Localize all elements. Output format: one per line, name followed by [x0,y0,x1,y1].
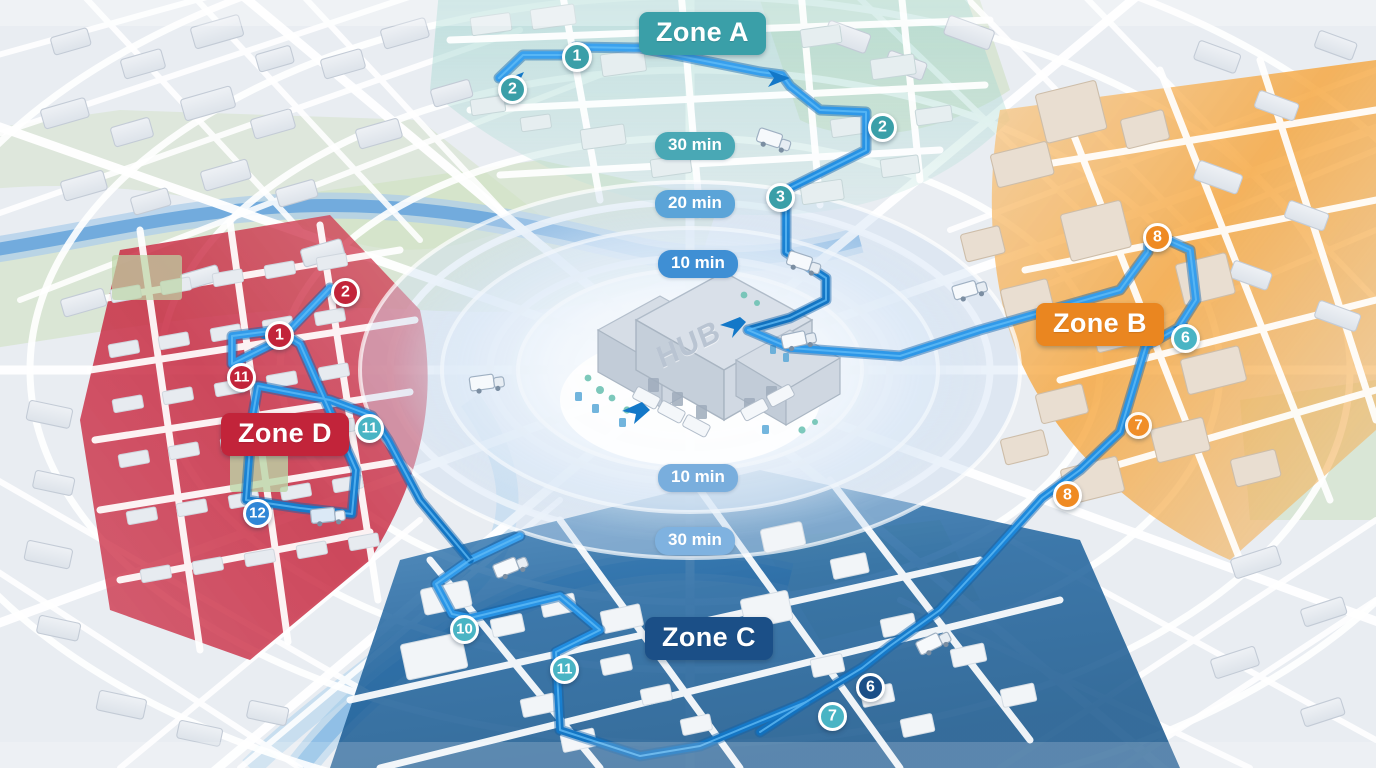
yard-activity [575,291,818,434]
zone-badge-c-label: Zone C [662,622,756,652]
stop-marker-c7[interactable]: 7 [818,702,847,731]
isochrone-label: 10 min [671,253,725,272]
stop-marker-d1[interactable]: 1 [265,321,294,350]
stop-marker-b8-south[interactable]: 8 [1053,481,1082,510]
zone-badge-a[interactable]: Zone A [639,12,766,55]
stop-marker-d2[interactable]: 2 [331,278,360,307]
stop-marker-d12[interactable]: 12 [243,499,272,528]
isochrone-label: 30 min [668,530,722,549]
stop-marker-a2-west[interactable]: 2 [498,75,527,104]
stop-label: 11 [233,368,250,386]
stop-marker-a1[interactable]: 1 [562,42,592,72]
isochrone-chip-10min-south: 10 min [658,464,738,492]
stop-label: 2 [341,283,350,300]
isochrone-chip-30min-north: 30 min [655,132,735,160]
route-vehicles [309,127,988,656]
zone-badge-b-label: Zone B [1053,308,1147,338]
stop-marker-c10[interactable]: 10 [450,615,479,644]
isochrone-chip-10min-north: 10 min [658,250,738,278]
isochrone-chip-20min-north: 20 min [655,190,735,218]
stop-marker-b6[interactable]: 6 [1171,324,1200,353]
stop-label: 2 [878,118,887,135]
stop-marker-b7[interactable]: 7 [1125,412,1152,439]
stop-label: 10 [456,620,473,638]
stop-label: 6 [1181,329,1190,346]
stop-label: 8 [1063,486,1072,503]
zone-badge-c[interactable]: Zone C [645,617,773,660]
stop-label: 12 [249,504,266,522]
isochrone-chip-30min-south: 30 min [655,527,735,555]
zone-b-region [991,60,1376,560]
stop-label: 11 [556,660,573,678]
stop-marker-c6[interactable]: 6 [856,673,885,702]
stop-label: 7 [1134,416,1143,434]
stop-marker-a2-east[interactable]: 2 [868,113,897,142]
stop-marker-d11-east[interactable]: 11 [355,414,384,443]
stop-label: 8 [1153,228,1162,245]
stop-marker-c11[interactable]: 11 [550,655,579,684]
isochrone-label: 30 min [668,135,722,154]
isochrone-label: 10 min [671,467,725,486]
zone-badge-b[interactable]: Zone B [1036,303,1164,346]
stop-label: 7 [828,707,837,724]
docked-trucks [632,384,795,438]
zone-badge-a-label: Zone A [656,17,749,47]
stop-marker-b8-north[interactable]: 8 [1143,223,1172,252]
stop-label: 2 [508,80,517,97]
stop-label: 11 [361,419,378,437]
stop-marker-a3[interactable]: 3 [766,183,795,212]
stop-label: 3 [776,188,785,205]
stop-label: 6 [866,678,875,695]
zone-badge-d-label: Zone D [238,418,332,448]
stop-label: 1 [275,326,284,343]
zone-badge-d[interactable]: Zone D [221,413,349,456]
isochrone-label: 20 min [668,193,722,212]
stop-marker-d11-west[interactable]: 11 [227,363,256,392]
stop-label: 1 [572,47,582,65]
